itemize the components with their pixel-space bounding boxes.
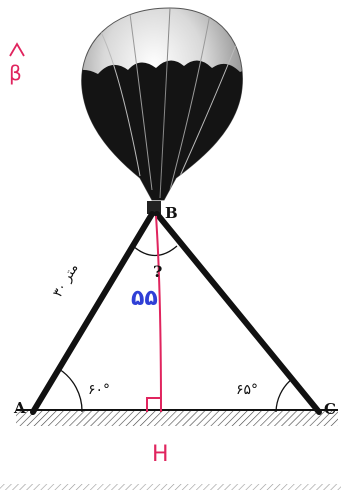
balloon-basket bbox=[147, 201, 161, 214]
right-angle-mark bbox=[146, 397, 161, 412]
angle-arc-c bbox=[275, 378, 293, 413]
angle-c-label: ۶۵° bbox=[236, 382, 258, 398]
beta-hat-note: β bbox=[9, 42, 25, 85]
triangle-abc bbox=[30, 211, 322, 415]
side-ab-length-label: ۳۰ متر bbox=[50, 261, 81, 300]
vertex-c-label: C bbox=[324, 400, 336, 418]
altitude-bh bbox=[155, 215, 162, 413]
ground bbox=[0, 409, 341, 490]
hot-air-balloon bbox=[81, 7, 243, 214]
angle-arc-b bbox=[132, 245, 178, 257]
guess-value: ۵۵ bbox=[131, 286, 158, 311]
beta-hat-letter: β bbox=[9, 61, 22, 85]
angle-arc-a bbox=[58, 368, 83, 413]
angle-a-label: ۶۰° bbox=[88, 382, 110, 398]
angle-b-unknown-label: ? bbox=[153, 262, 162, 281]
cable-ab bbox=[30, 211, 155, 415]
vertex-a-label: A bbox=[13, 399, 26, 417]
foot-h-label: H bbox=[152, 442, 169, 467]
vertex-b-label: B bbox=[165, 204, 178, 222]
